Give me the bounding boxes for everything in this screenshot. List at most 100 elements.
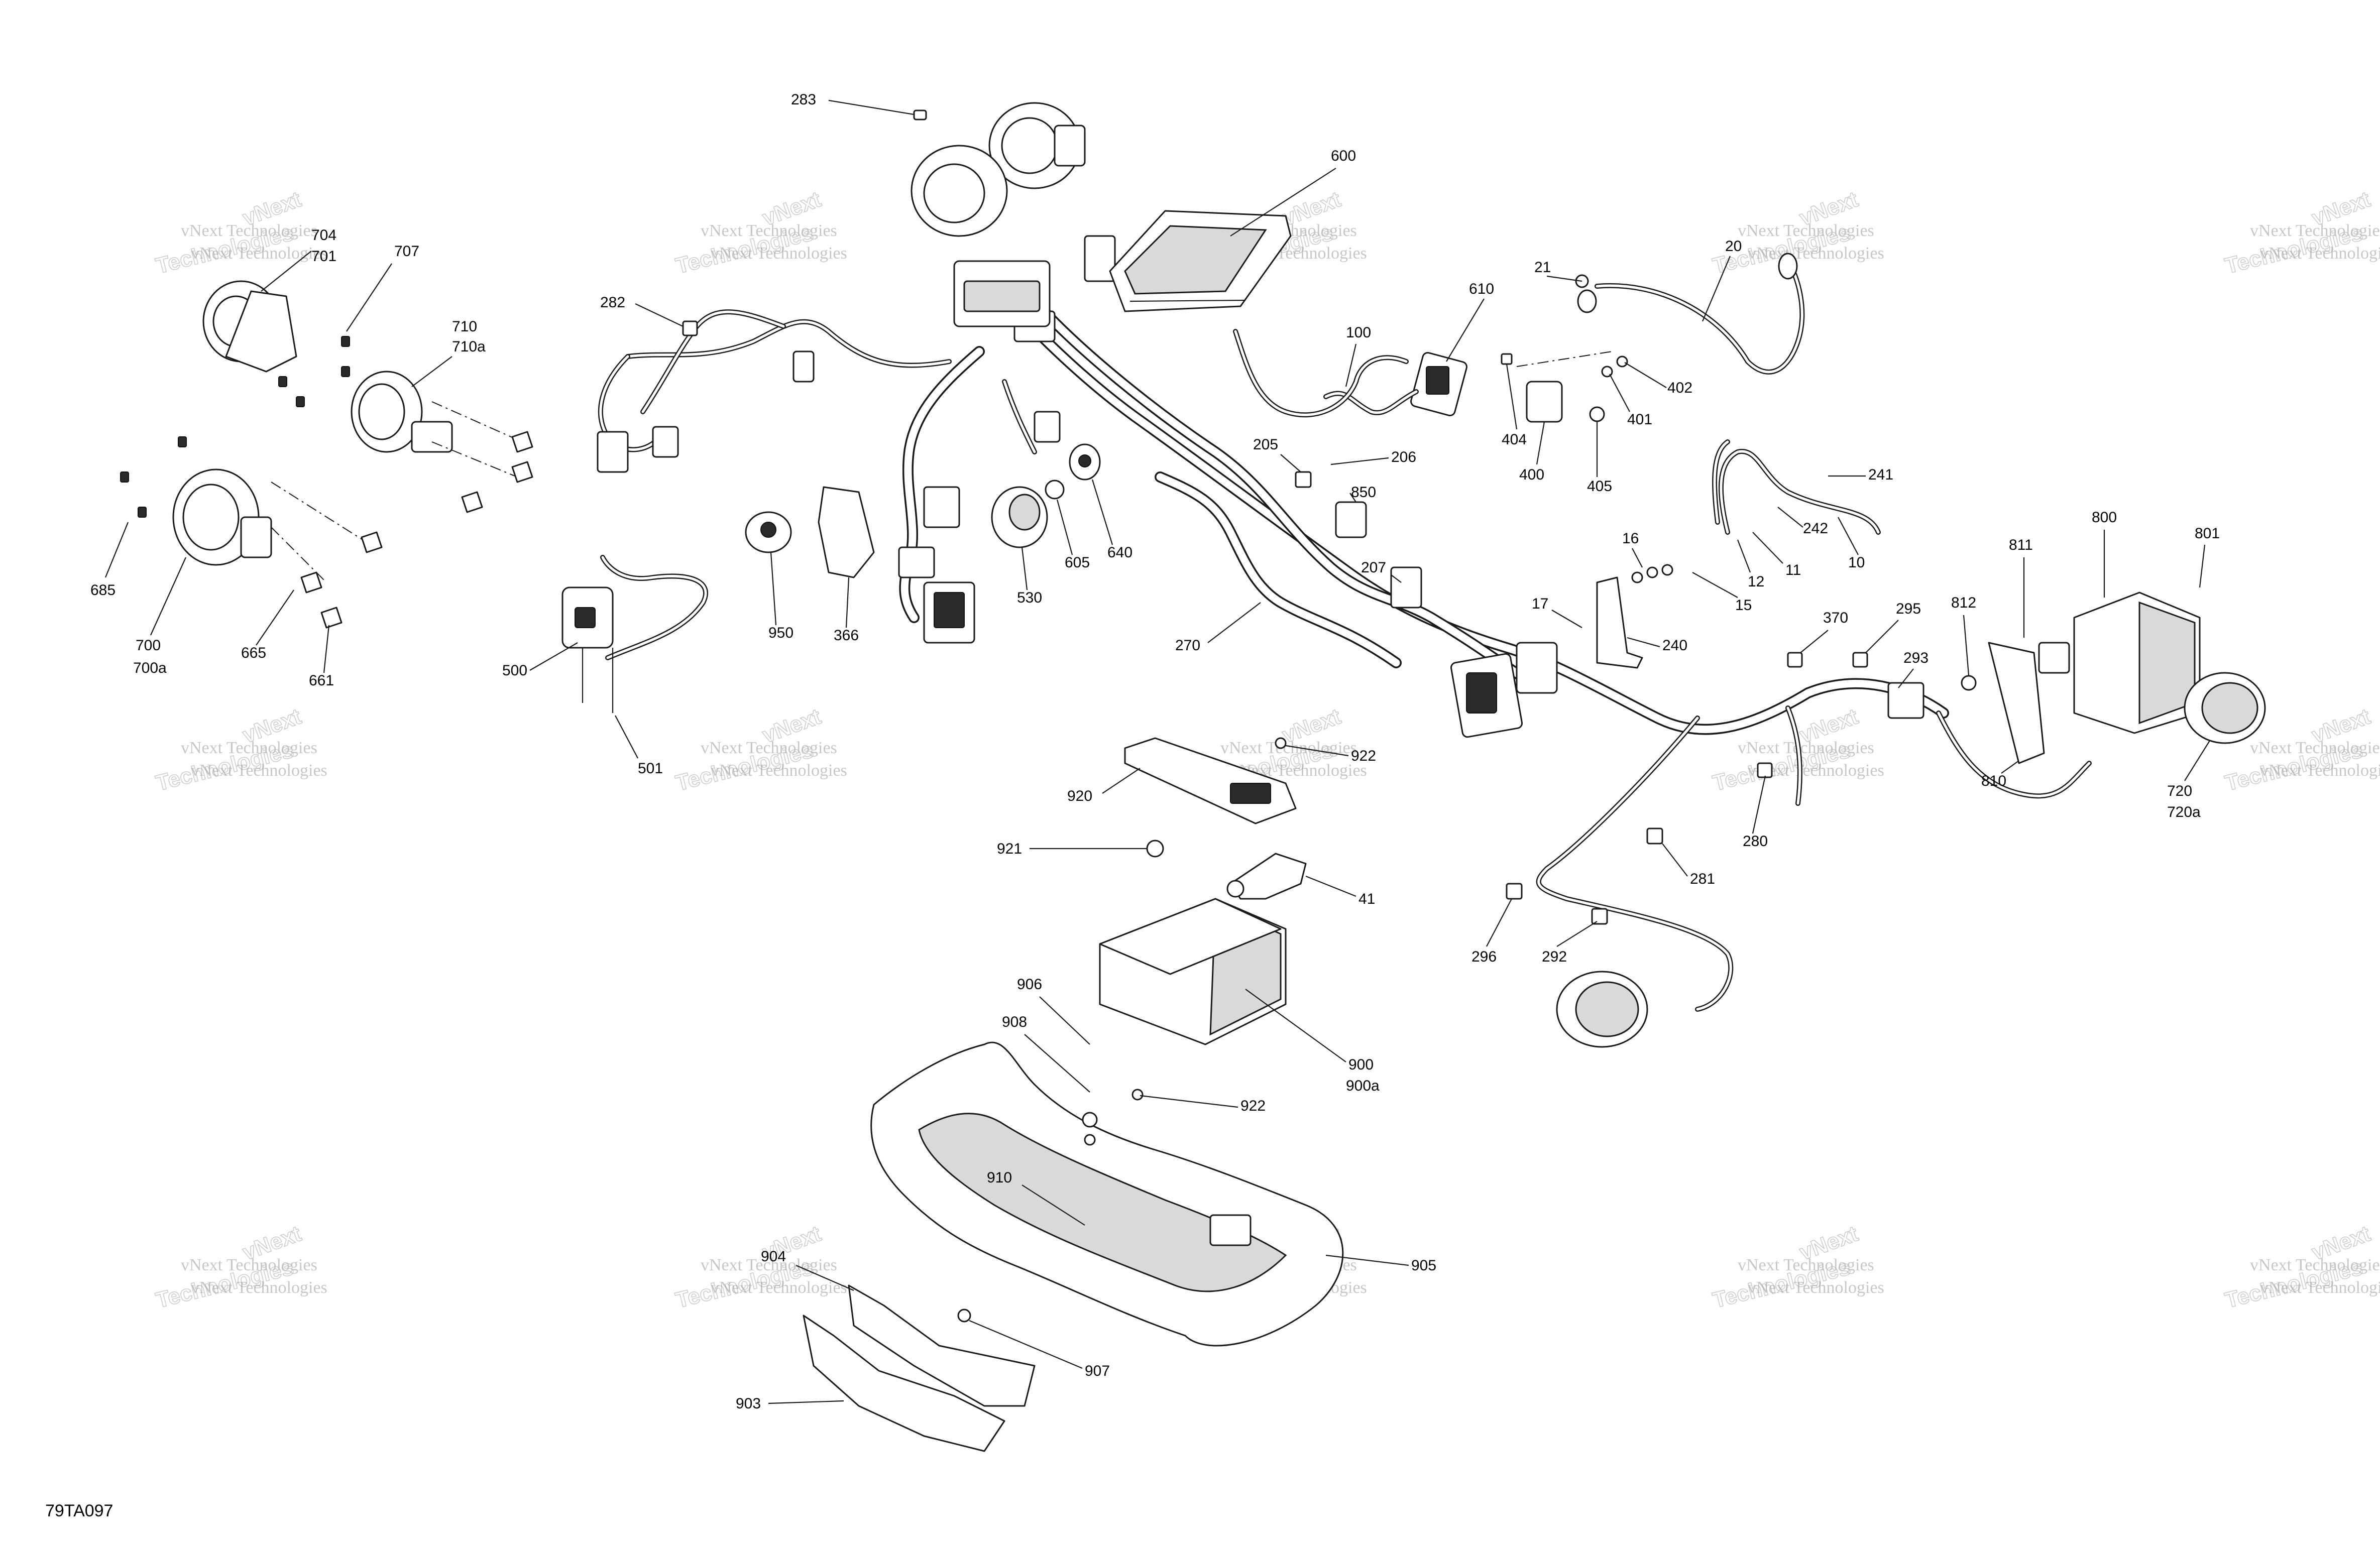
ecu-800 <box>2038 591 2201 734</box>
watermark: vNext Technologies vNext Technologies vN… <box>673 186 847 279</box>
callout-850: 850 <box>1351 484 1376 501</box>
headlight-fasteners <box>120 336 533 629</box>
callout-661: 661 <box>309 672 334 689</box>
callout-900: 900 <box>1348 1056 1374 1073</box>
bracket-240 <box>1596 564 1673 669</box>
callout-295: 295 <box>1896 601 1921 617</box>
callout-704: 704 <box>311 227 336 244</box>
callout-810: 810 <box>1981 773 2006 789</box>
callout-405: 405 <box>1587 478 1612 495</box>
ring-605 <box>1045 480 1065 500</box>
watermark-line1: vNext Technologies <box>2250 221 2380 240</box>
watermark-line1: vNext Technologies <box>701 221 837 240</box>
callout-100: 100 <box>1346 324 1371 341</box>
watermark: vNext Technologies vNext Technologies vN… <box>153 1221 327 1313</box>
taillight-720 <box>2184 672 2266 744</box>
callout-281: 281 <box>1690 871 1715 887</box>
watermark-line1: vNext Technologies <box>701 1256 837 1274</box>
watermark-line1b: vNext Technologies <box>191 1278 327 1297</box>
callout-292: 292 <box>1542 948 1567 965</box>
watermark-line1b: vNext Technologies <box>711 1278 847 1297</box>
callout-41: 41 <box>1358 891 1375 907</box>
relay-400 <box>1501 351 1628 423</box>
callout-812: 812 <box>1951 595 1976 611</box>
callout-296: 296 <box>1471 948 1497 965</box>
callout-904: 904 <box>761 1248 786 1265</box>
watermark-layer: vNext Technologies vNext Technologies vN… <box>153 186 2380 1313</box>
callout-605: 605 <box>1065 554 1090 571</box>
callout-811: 811 <box>2009 537 2033 553</box>
callout-280: 280 <box>1743 833 1768 850</box>
callout-20: 20 <box>1725 238 1742 255</box>
shield-903 <box>803 1315 1005 1452</box>
harness-connectors <box>597 235 1924 738</box>
watermark: vNext Technologies vNext Technologies vN… <box>153 186 327 279</box>
callout-700a: 700a <box>133 660 167 676</box>
callout-900a: 900a <box>1346 1078 1380 1094</box>
watermark-line1: vNext Technologies <box>2250 1256 2380 1274</box>
watermark-line1: vNext Technologies <box>1738 739 1874 757</box>
clips <box>682 274 1868 925</box>
callout-950: 950 <box>768 625 794 641</box>
battery-cable-41 <box>1226 853 1307 900</box>
callout-270: 270 <box>1175 637 1200 654</box>
callout-905: 905 <box>1411 1257 1436 1274</box>
callout-282: 282 <box>600 294 625 311</box>
headlight-700 <box>172 468 272 566</box>
watermark: vNext Technologies vNext Technologies vN… <box>1710 1221 1884 1313</box>
shield-904 <box>848 1284 1036 1407</box>
battery-tray-910 <box>870 1041 1344 1347</box>
watermark: vNext Technologies vNext Technologies vN… <box>673 703 847 796</box>
callout-906: 906 <box>1017 976 1042 993</box>
watermark-line1: vNext Technologies <box>701 739 837 757</box>
watermark-line1b: vNext Technologies <box>2260 244 2380 263</box>
callout-720: 720 <box>2167 783 2192 799</box>
callout-207: 207 <box>1361 559 1386 576</box>
switch-500 <box>561 555 708 713</box>
callout-283: 283 <box>791 91 816 108</box>
callout-903: 903 <box>736 1395 761 1412</box>
watermark-line1: vNext Technologies <box>181 739 317 757</box>
callout-610: 610 <box>1469 281 1494 297</box>
callout-402: 402 <box>1667 380 1692 396</box>
watermark-line1: vNext Technologies <box>181 1256 317 1274</box>
watermark: vNext Technologies vNext Technologies vN… <box>153 703 327 796</box>
battery-bracket-920 <box>1124 737 1297 858</box>
callout-401: 401 <box>1627 411 1652 428</box>
callout-908: 908 <box>1002 1014 1027 1030</box>
callout-366: 366 <box>834 627 859 644</box>
callouts: 283 600 704 701 707 710 710a 282 20 21 6… <box>90 91 2220 1412</box>
callout-10: 10 <box>1848 554 1865 571</box>
callout-12: 12 <box>1748 573 1764 590</box>
socket-640 <box>1069 443 1101 481</box>
headlight-assembly-top <box>911 102 1086 327</box>
callout-400: 400 <box>1519 466 1544 483</box>
callout-665: 665 <box>241 645 266 661</box>
callout-17: 17 <box>1532 596 1548 612</box>
callout-600: 600 <box>1331 148 1356 164</box>
watermark-line1b: vNext Technologies <box>711 761 847 780</box>
headlight-710 <box>351 371 453 453</box>
switch-610 <box>1323 351 1467 417</box>
watermark: vNext Technologies vNext Technologies vN… <box>2222 186 2380 279</box>
callout-11: 11 <box>1785 562 1801 578</box>
watermark-line1b: vNext Technologies <box>191 244 327 263</box>
watermark-line1b: vNext Technologies <box>711 244 847 263</box>
callout-206: 206 <box>1391 449 1416 465</box>
callout-700: 700 <box>136 637 161 654</box>
main-wiring-harness <box>598 271 2092 1012</box>
callout-501: 501 <box>638 760 663 777</box>
callout-370: 370 <box>1823 610 1848 626</box>
watermark-line1b: vNext Technologies <box>1748 244 1884 263</box>
callout-241: 241 <box>1868 466 1893 483</box>
callout-710a: 710a <box>452 338 486 355</box>
callout-710: 710 <box>452 318 477 335</box>
figure-reference: 79TA097 <box>45 1501 113 1520</box>
callout-530: 530 <box>1017 589 1042 606</box>
callout-801: 801 <box>2195 525 2220 542</box>
callout-922-bottom: 922 <box>1240 1098 1266 1114</box>
callout-21: 21 <box>1534 259 1551 276</box>
callout-907: 907 <box>1085 1363 1110 1379</box>
callout-910: 910 <box>987 1169 1012 1186</box>
watermark: vNext Technologies vNext Technologies vN… <box>673 1221 847 1313</box>
